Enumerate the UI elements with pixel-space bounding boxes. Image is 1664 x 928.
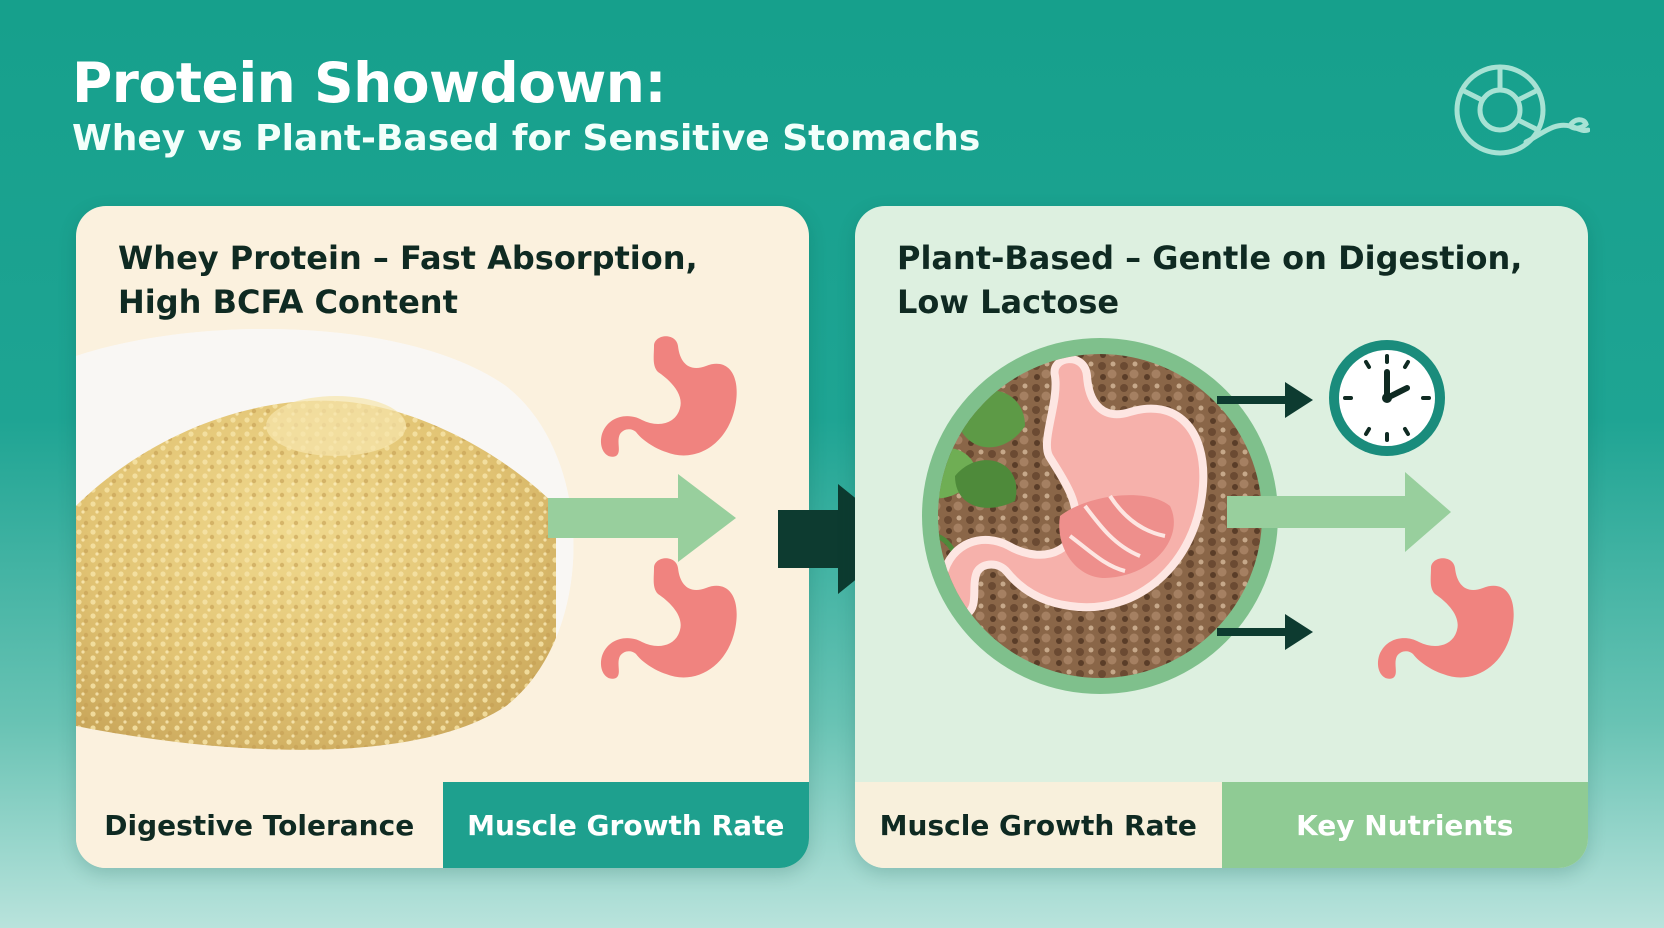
plant-stomach-illustration bbox=[922, 338, 1278, 694]
plant-footer-muscle-growth-rate: Muscle Growth Rate bbox=[855, 782, 1222, 868]
plant-heading-line1: Plant-Based – Gentle on Digestion, bbox=[897, 239, 1523, 277]
header: Protein Showdown: Whey vs Plant-Based fo… bbox=[72, 50, 980, 162]
protein-powder-bowl bbox=[76, 328, 574, 750]
clock-icon bbox=[1329, 340, 1445, 456]
arrow-icon bbox=[1227, 472, 1451, 552]
arrow-icon bbox=[1217, 614, 1313, 650]
logo-icon bbox=[1454, 64, 1590, 156]
whey-heading-line2: High BCFA Content bbox=[118, 283, 458, 321]
whey-footer-muscle-growth-rate: Muscle Growth Rate bbox=[442, 782, 809, 868]
plant-illustration bbox=[922, 338, 1514, 694]
plant-heading-line2: Low Lactose bbox=[897, 283, 1120, 321]
stomach-icon bbox=[600, 558, 737, 679]
plant-footer: Muscle Growth Rate Key Nutrients bbox=[855, 782, 1588, 868]
whey-footer: Digestive Tolerance Muscle Growth Rate bbox=[76, 782, 809, 868]
whey-footer-digestive-tolerance: Digestive Tolerance bbox=[76, 782, 443, 868]
arrow-icon bbox=[778, 484, 906, 594]
arrow-icon bbox=[548, 474, 736, 562]
page-subtitle: Whey vs Plant-Based for Sensitive Stomac… bbox=[72, 118, 981, 159]
arrow-icon bbox=[1217, 382, 1313, 418]
whey-heading-line1: Whey Protein – Fast Absorption, bbox=[118, 239, 698, 277]
plant-footer-key-nutrients: Key Nutrients bbox=[1221, 782, 1588, 868]
page-title: Protein Showdown: bbox=[72, 51, 666, 115]
stomach-icon bbox=[600, 336, 737, 457]
plant-heading: Plant-Based – Gentle on Digestion, Low L… bbox=[897, 236, 1537, 324]
whey-illustration bbox=[76, 328, 737, 750]
whey-heading: Whey Protein – Fast Absorption, High BCF… bbox=[118, 236, 758, 324]
stomach-icon bbox=[1377, 558, 1514, 679]
plant-card: Plant-Based – Gentle on Digestion, Low L… bbox=[855, 206, 1588, 868]
whey-card: Whey Protein – Fast Absorption, High BCF… bbox=[76, 206, 809, 868]
